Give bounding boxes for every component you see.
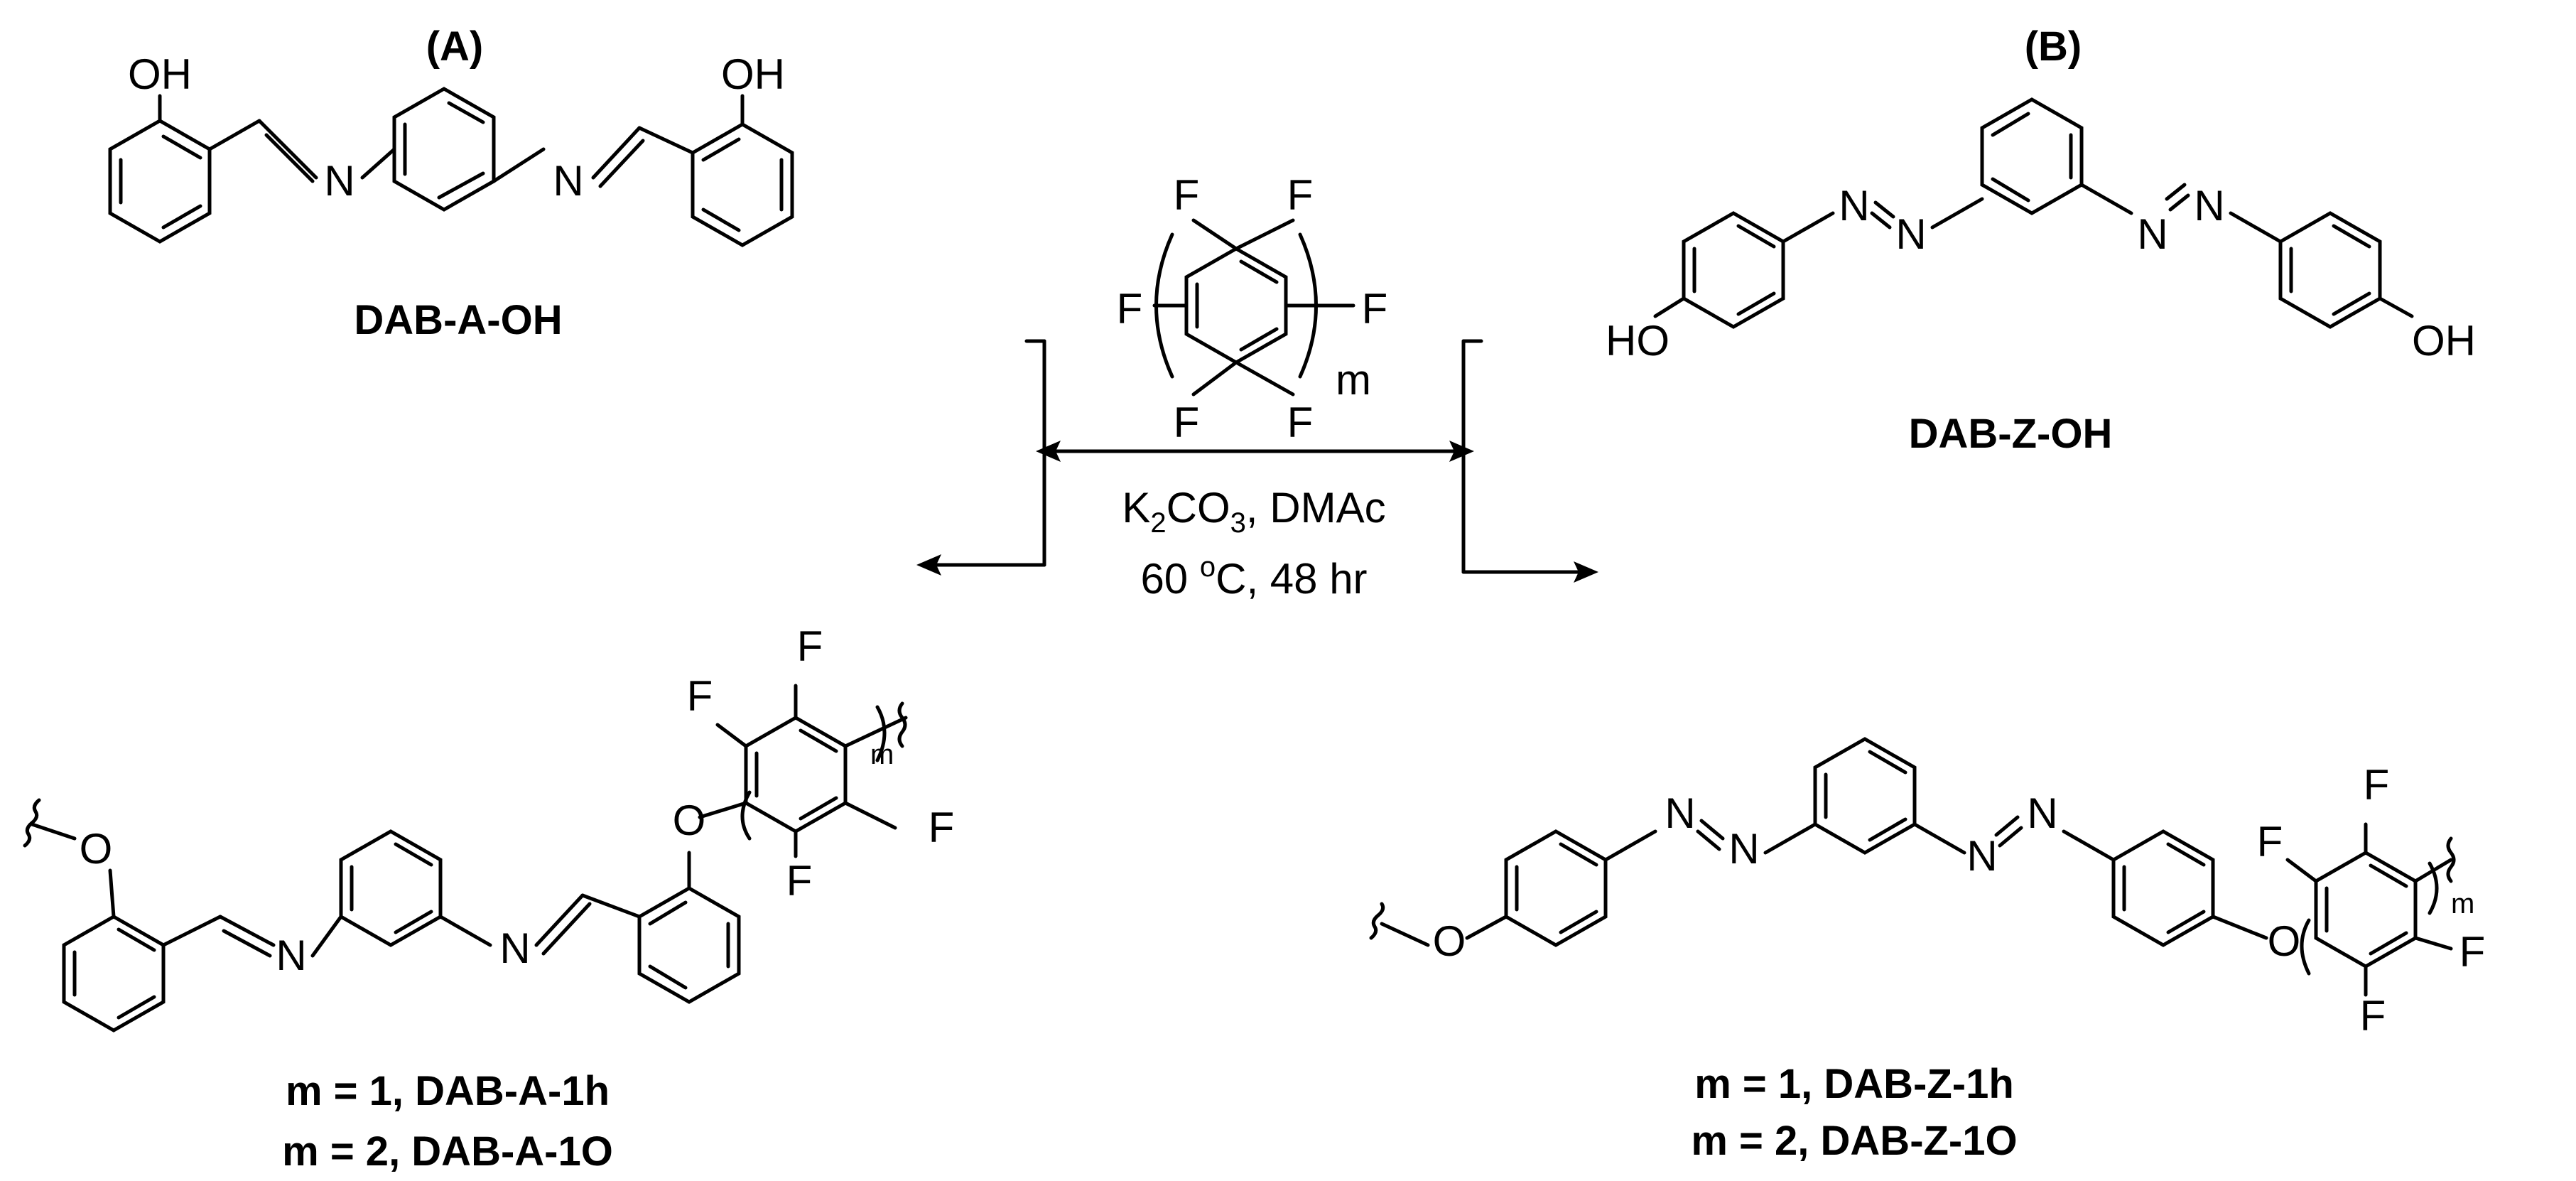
fluorine-label: F: [1287, 171, 1314, 219]
imine-n-label: N: [276, 932, 306, 979]
ether-o-label: O: [80, 825, 113, 873]
ether-o-label: O: [673, 797, 706, 844]
product-z-label-line1: m = 1, DAB-Z-1h: [1694, 1061, 2014, 1107]
dab-z-oh-structure: [1653, 97, 2414, 329]
dab-a-oh-structure: [108, 87, 794, 247]
product-z-label-line2: m = 2, DAB-Z-1O: [1691, 1118, 2017, 1164]
repeat-index-m: m: [1336, 356, 1371, 404]
azo-n-label: N: [1728, 825, 1759, 873]
repeat-index-m: m: [870, 739, 894, 770]
fluorine-label: F: [929, 804, 955, 851]
condition-degree: o: [1200, 551, 1216, 583]
hydroxyl-label: OH: [2412, 317, 2476, 365]
azo-n-label: N: [2137, 210, 2168, 258]
condition-solvent: , DMAc: [1246, 484, 1386, 532]
fluorine-label: F: [2364, 761, 2390, 809]
condition-temp-time: C, 48 hr: [1216, 555, 1367, 603]
azo-n-label: N: [1665, 789, 1695, 837]
ether-o-label: O: [1433, 917, 1466, 965]
fluorine-label: F: [1362, 285, 1388, 333]
azo-n-label: N: [1966, 832, 1997, 880]
imine-n-label: N: [324, 157, 355, 205]
compound-label-dab-a-oh: DAB-A-OH: [354, 297, 562, 343]
fluorine-label: F: [786, 857, 813, 905]
hydroxyl-label: HO: [1606, 317, 1669, 365]
condition-base-co: CO: [1167, 484, 1230, 532]
repeat-index-m: m: [2451, 888, 2474, 920]
perfluorophenylene-reagent: [1152, 218, 1355, 397]
product-a-label-line1: m = 1, DAB-A-1h: [286, 1068, 610, 1114]
condition-subscript: 3: [1230, 507, 1246, 539]
hydroxyl-label: OH: [128, 50, 192, 98]
azo-n-label: N: [1839, 182, 1869, 230]
fluorine-label: F: [797, 622, 823, 670]
fluorine-label: F: [1287, 399, 1314, 446]
azo-n-label: N: [1895, 210, 1926, 258]
fluorine-label: F: [2360, 992, 2386, 1040]
reaction-arrows: [916, 339, 1598, 583]
fluorine-label: F: [687, 672, 713, 720]
hydroxyl-label: OH: [721, 50, 785, 98]
condition-subscript: 2: [1150, 507, 1166, 539]
azo-n-label: N: [2194, 182, 2224, 230]
azo-n-label: N: [2027, 789, 2057, 837]
compound-label-dab-z-oh: DAB-Z-OH: [1909, 411, 2113, 457]
product-a-label-line2: m = 2, DAB-A-1O: [282, 1128, 613, 1175]
ether-o-label: O: [2268, 917, 2301, 965]
fluorine-label: F: [1117, 285, 1143, 333]
reaction-conditions-temperature: 60 oC, 48 hr: [1140, 551, 1367, 603]
polymer-a-structure: [23, 684, 908, 1032]
imine-n-label: N: [553, 157, 583, 205]
reaction-conditions-reagents: K2CO3, DMAc: [1122, 484, 1385, 539]
panel-label-b: (B): [2025, 23, 2082, 70]
fluorine-label: F: [2257, 818, 2283, 865]
imine-n-label: N: [499, 924, 530, 972]
fluorine-label: F: [1174, 171, 1200, 219]
panel-label-a: (A): [426, 23, 484, 70]
condition-temp-value: 60: [1140, 555, 1199, 603]
fluorine-label: F: [1174, 399, 1200, 446]
fluorine-label: F: [2459, 928, 2486, 976]
polymer-z-structure: [1369, 737, 2456, 997]
condition-base-k: K: [1122, 484, 1150, 532]
